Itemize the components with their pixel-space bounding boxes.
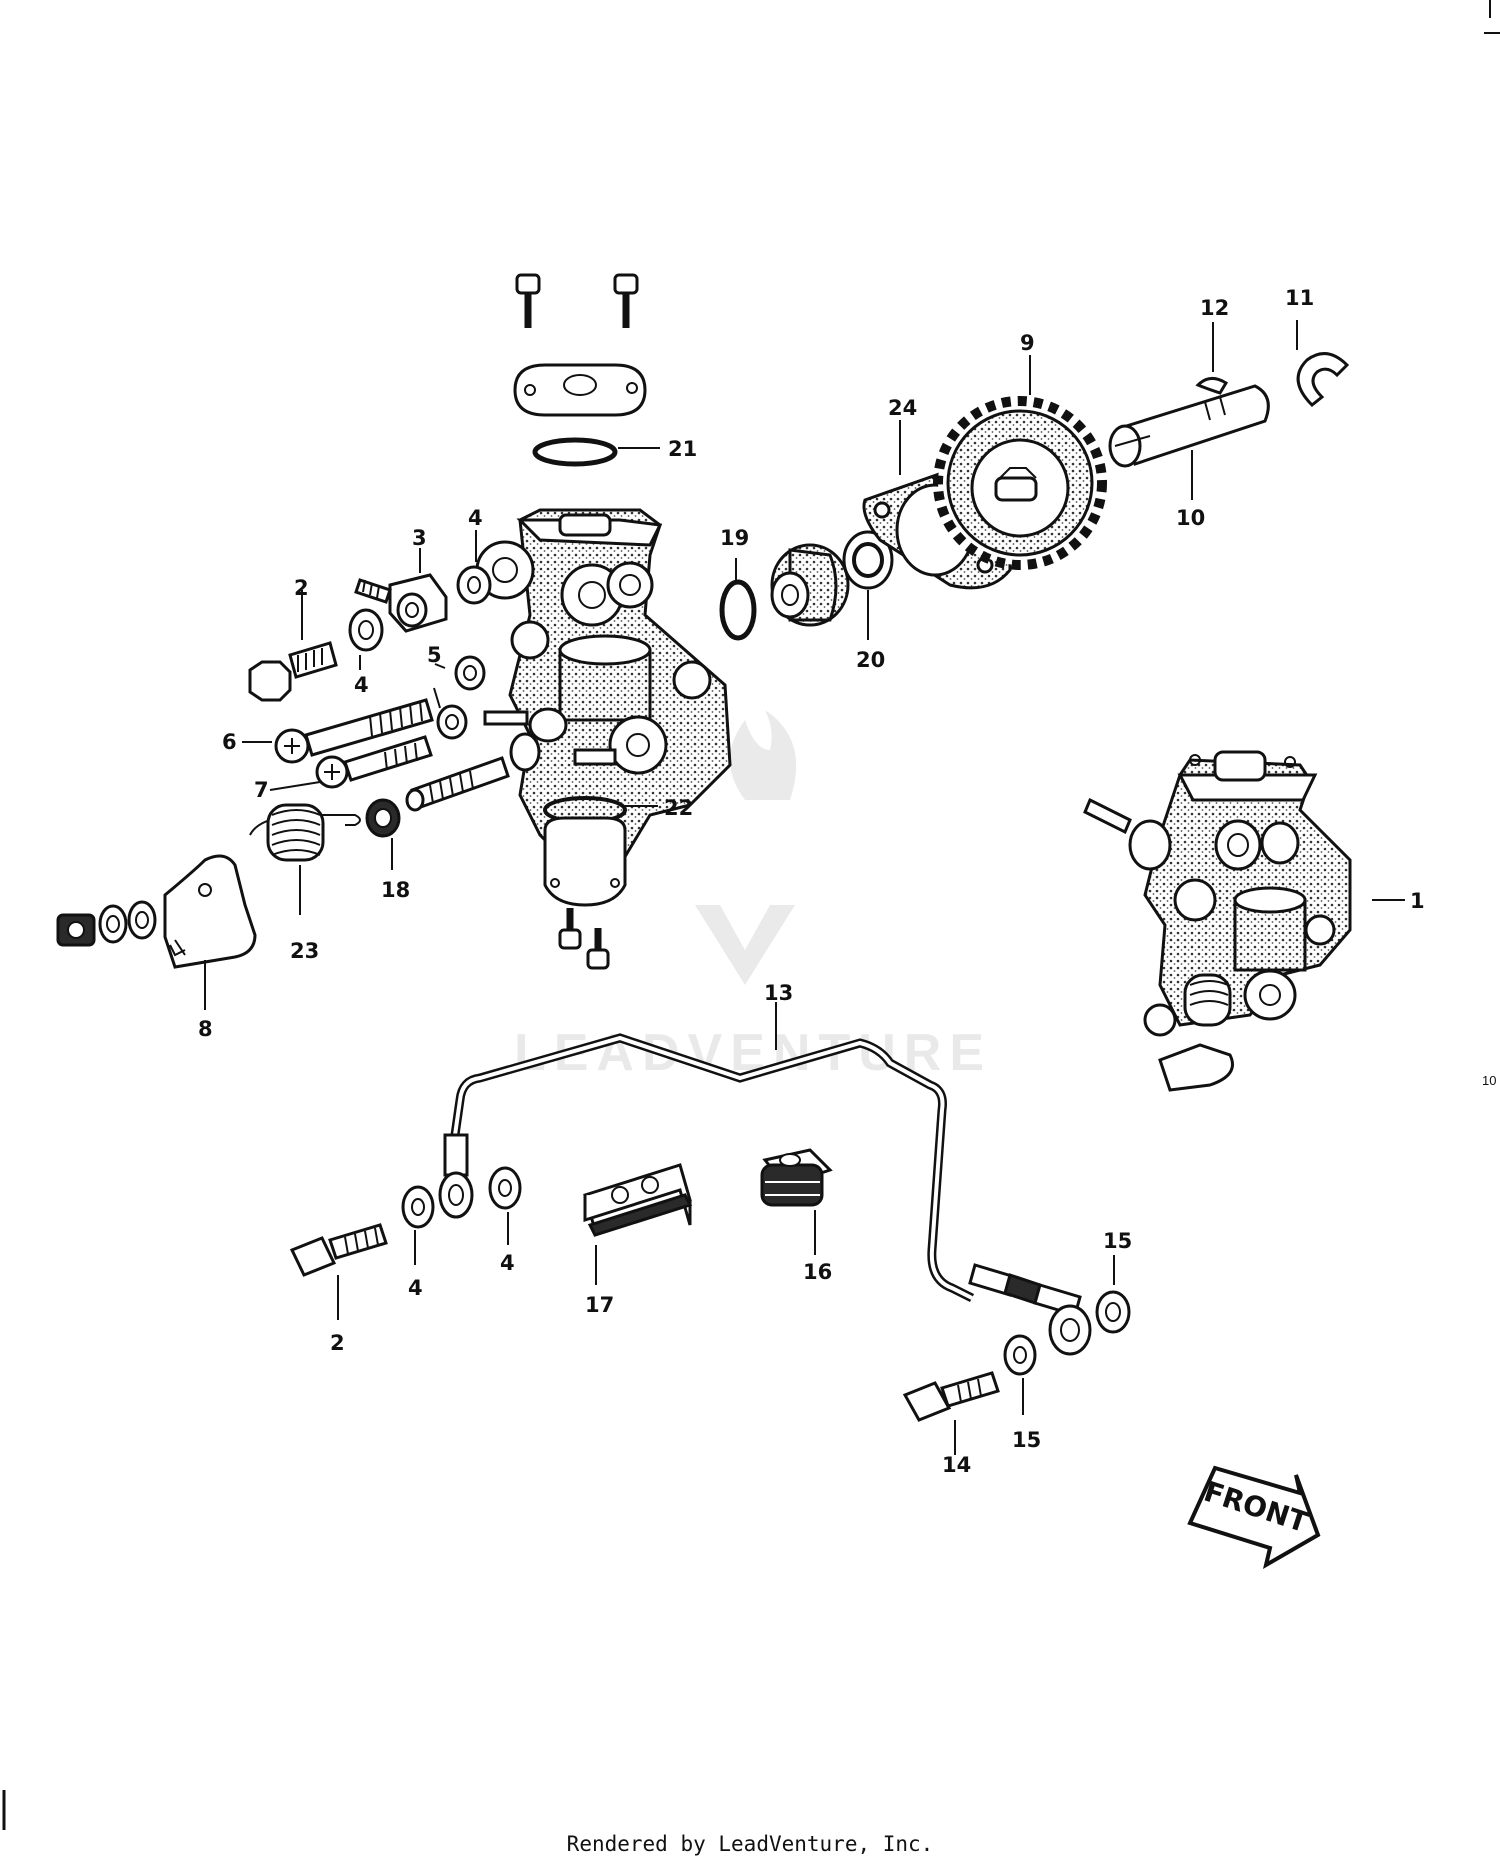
bolt-14: 14 [902,1371,1000,1477]
lever-8: 8 [56,854,257,1041]
screw-7: 7 [254,735,433,802]
callout-3: 3 [412,526,427,550]
spring-23: 23 [249,803,361,963]
side-code: 10 [1482,1073,1497,1088]
callout-23: 23 [290,939,319,963]
callout-12: 12 [1200,296,1229,320]
cover-plate [513,363,647,417]
cover-22: 22 [543,796,693,907]
callout-4-bottom-right: 4 [500,1251,515,1275]
callout-13: 13 [764,981,793,1005]
callout-6: 6 [222,730,237,754]
callout-4-upper: 4 [468,506,483,530]
pipe-fitting-right [968,1263,1092,1356]
callout-19: 19 [720,526,749,550]
bottom-screws [558,908,610,970]
grommet-16: 16 [760,1148,833,1284]
callout-7: 7 [254,778,269,802]
callout-10: 10 [1176,506,1205,530]
shaft-10: 10 [1108,384,1270,530]
circlip-11: 11 [1285,286,1350,408]
pipe-banjo-left [438,1133,474,1219]
callout-11: 11 [1285,286,1314,310]
bolt-2-upper: 2 [248,576,338,702]
nut-18: 18 [365,798,410,902]
screw-6: 6 [222,698,434,764]
adjuster-rod [405,732,541,812]
seal-20: 20 [842,530,894,672]
key-12: 12 [1195,296,1229,395]
top-screws [515,273,639,328]
callout-16: 16 [803,1260,832,1284]
callout-4-bottom-left: 4 [408,1276,423,1300]
callout-4-left: 4 [354,673,369,697]
oil-pipe-13: 13 [450,981,975,1303]
callout-2-lower: 2 [330,1331,345,1355]
washers-4-bottom: 4 4 [401,1166,522,1300]
callout-15-lower: 15 [1012,1428,1041,1452]
washers-5: 5 [427,643,486,740]
callout-2-upper: 2 [294,576,309,600]
callout-24: 24 [888,396,917,420]
washers-15: 15 15 [1003,1229,1132,1452]
pump-body [475,508,732,867]
pump-assembly-1: 1 [1083,750,1425,1092]
o-ring-19: 19 [719,526,757,641]
callout-20: 20 [856,648,885,672]
footer-credit: Rendered by LeadVenture, Inc. [566,1832,934,1856]
clamp-17: 17 [583,1163,693,1317]
front-arrow: FRONT [1187,1465,1321,1570]
callout-5: 5 [427,643,442,667]
o-ring-21: 21 [532,437,697,467]
callout-9: 9 [1020,331,1035,355]
callout-14: 14 [942,1453,971,1477]
callout-15-upper: 15 [1103,1229,1132,1253]
fitting-3: 3 [354,526,448,633]
gear-9: 9 [933,331,1107,570]
callout-8: 8 [198,1017,213,1041]
callout-18: 18 [381,878,410,902]
callout-22: 22 [664,796,693,820]
bolt-2-lower: 2 [289,1223,388,1355]
callout-1: 1 [1410,889,1425,913]
washer-4-left: 4 [348,608,384,697]
gear-housing [770,543,850,627]
callout-21: 21 [668,437,697,461]
washer-4-upper: 4 [456,506,492,605]
callout-17: 17 [585,1293,614,1317]
